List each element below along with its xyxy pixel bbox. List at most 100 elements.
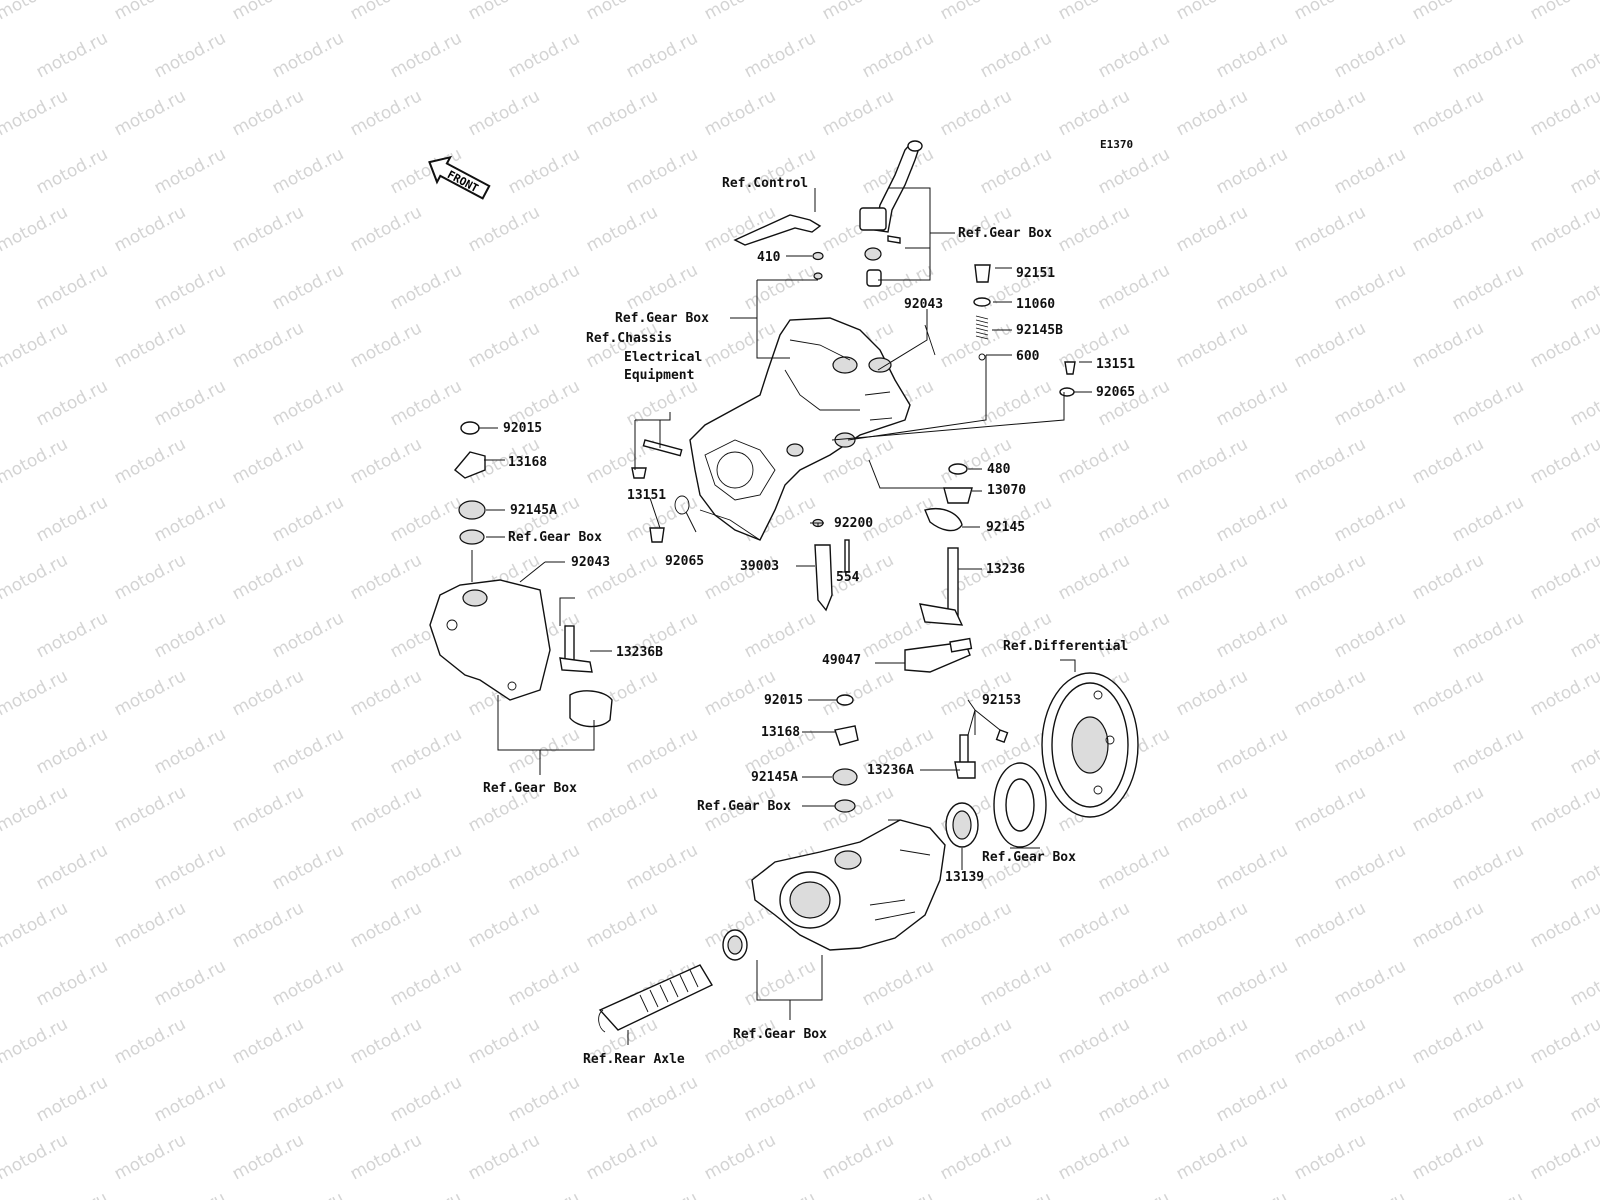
watermark-text: motod.ru — [151, 608, 229, 662]
watermark-text: motod.ru — [1331, 260, 1409, 314]
watermark-text: motod.ru — [1173, 666, 1251, 720]
callout-13070: 13070 — [987, 483, 1026, 498]
watermark-text: motod.ru — [1291, 318, 1369, 372]
callout-92015-left: 92015 — [503, 421, 542, 436]
callout-480: 480 — [987, 462, 1011, 477]
watermark-text: motod.ru — [387, 840, 465, 894]
left-side-cover — [429, 421, 613, 728]
callout-ref-control: Ref.Control — [722, 176, 808, 191]
watermark-text: motod.ru — [819, 0, 897, 24]
watermark-text: motod.ru — [465, 1130, 543, 1184]
watermark-text: motod.ru — [623, 28, 701, 82]
watermark-text: motod.ru — [111, 898, 189, 952]
callout-13151-right: 13151 — [1096, 357, 1135, 372]
watermark-text: motod.ru — [0, 86, 71, 140]
watermark-text: motod.ru — [269, 1072, 347, 1126]
watermark-text: motod.ru — [347, 86, 425, 140]
watermark-text: motod.ru — [269, 956, 347, 1010]
watermark-text: motod.ru — [229, 550, 307, 604]
callout-92015-lower: 92015 — [764, 693, 803, 708]
callout-554: 554 — [836, 570, 860, 585]
watermark-text: motod.ru — [1331, 1072, 1409, 1126]
watermark-text: motod.ru — [977, 28, 1055, 82]
watermark-text: motod.ru — [1213, 260, 1291, 314]
watermark-text: motod.ru — [1527, 202, 1600, 256]
watermark-text: motod.ru — [1213, 144, 1291, 198]
watermark-text: motod.ru — [937, 318, 1015, 372]
callout-labels: Ref.Control 410 Ref.Gear Box Ref.Gear Bo… — [483, 176, 1135, 1067]
watermark-text: motod.ru — [583, 1130, 661, 1184]
watermark-text: motod.ru — [623, 840, 701, 894]
watermark-text: motod.ru — [1527, 1014, 1600, 1068]
watermark-text: motod.ru — [387, 1072, 465, 1126]
watermark-text: motod.ru — [977, 144, 1055, 198]
watermark-text: motod.ru — [1527, 434, 1600, 488]
callout-ref-gear-box-left-bottom: Ref.Gear Box — [483, 781, 577, 796]
watermark-text: motod.ru — [1213, 1188, 1291, 1200]
watermark-text: motod.ru — [1055, 1130, 1133, 1184]
callout-ref-gear-box-lower: Ref.Gear Box — [697, 799, 791, 814]
callout-ref-gear-box-left: Ref.Gear Box — [508, 530, 602, 545]
watermark-text: motod.ru — [1291, 202, 1369, 256]
watermark-text: motod.ru — [1409, 666, 1487, 720]
watermark-text: motod.ru — [1567, 724, 1600, 778]
watermark-text: motod.ru — [1095, 1072, 1173, 1126]
watermark-text: motod.ru — [269, 840, 347, 894]
watermark-text: motod.ru — [0, 318, 71, 372]
watermark-text: motod.ru — [111, 782, 189, 836]
watermark-text: motod.ru — [151, 840, 229, 894]
watermark-text: motod.ru — [33, 724, 111, 778]
watermark-text: motod.ru — [977, 1072, 1055, 1126]
callout-ref-gear-box-top: Ref.Gear Box — [958, 226, 1052, 241]
watermark-text: motod.ru — [1527, 666, 1600, 720]
watermark-text: motod.ru — [1449, 840, 1527, 894]
watermark-text: motod.ru — [229, 318, 307, 372]
watermark-text: motod.ru — [1291, 434, 1369, 488]
watermark-text: motod.ru — [229, 1014, 307, 1068]
lower-selector-stack — [832, 694, 859, 813]
watermark-text: motod.ru — [1409, 1130, 1487, 1184]
watermark-text: motod.ru — [1567, 144, 1600, 198]
callout-92145a-lower: 92145A — [751, 770, 798, 785]
watermark-text: motod.ru — [1409, 550, 1487, 604]
watermark-text: motod.ru — [1567, 492, 1600, 546]
watermark-text: motod.ru — [1095, 28, 1173, 82]
watermark-text: motod.ru — [465, 1014, 543, 1068]
watermark-text: motod.ru — [1331, 492, 1409, 546]
watermark-text: motod.ru — [1291, 666, 1369, 720]
watermark-text: motod.ru — [269, 144, 347, 198]
watermark-text: motod.ru — [1567, 1072, 1600, 1126]
watermark-text: motod.ru — [505, 260, 583, 314]
watermark-text: motod.ru — [1409, 0, 1487, 24]
watermark-text: motod.ru — [1095, 840, 1173, 894]
watermark-text: motod.ru — [1527, 898, 1600, 952]
watermark-text: motod.ru — [505, 144, 583, 198]
callout-13236b: 13236B — [616, 645, 663, 660]
watermark-text: motod.ru — [33, 1072, 111, 1126]
watermark-text: motod.ru — [151, 1188, 229, 1200]
watermark-text: motod.ru — [1291, 0, 1369, 24]
watermark-text: motod.ru — [583, 898, 661, 952]
watermark-text: motod.ru — [151, 376, 229, 430]
watermark-text: motod.ru — [1331, 840, 1409, 894]
callout-39003: 39003 — [740, 559, 779, 574]
watermark-text: motod.ru — [1527, 782, 1600, 836]
watermark-text: motod.ru — [111, 666, 189, 720]
watermark-text: motod.ru — [741, 260, 819, 314]
watermark-text: motod.ru — [0, 0, 71, 24]
watermark-text: motod.ru — [387, 376, 465, 430]
watermark-text: motod.ru — [1527, 550, 1600, 604]
watermark-text: motod.ru — [0, 202, 71, 256]
watermark-text: motod.ru — [1409, 202, 1487, 256]
callout-92043-left: 92043 — [571, 555, 610, 570]
watermark-text: motod.ru — [977, 376, 1055, 430]
callout-equipment: Equipment — [624, 368, 694, 383]
watermark-text: motod.ru — [1409, 898, 1487, 952]
callout-ref-differential: Ref.Differential — [1003, 639, 1128, 654]
watermark-text: motod.ru — [505, 724, 583, 778]
watermark-text: motod.ru — [583, 86, 661, 140]
lower-gearbox-housing — [751, 819, 946, 951]
watermark-text: motod.ru — [1095, 260, 1173, 314]
leader-lines — [471, 187, 1092, 1045]
